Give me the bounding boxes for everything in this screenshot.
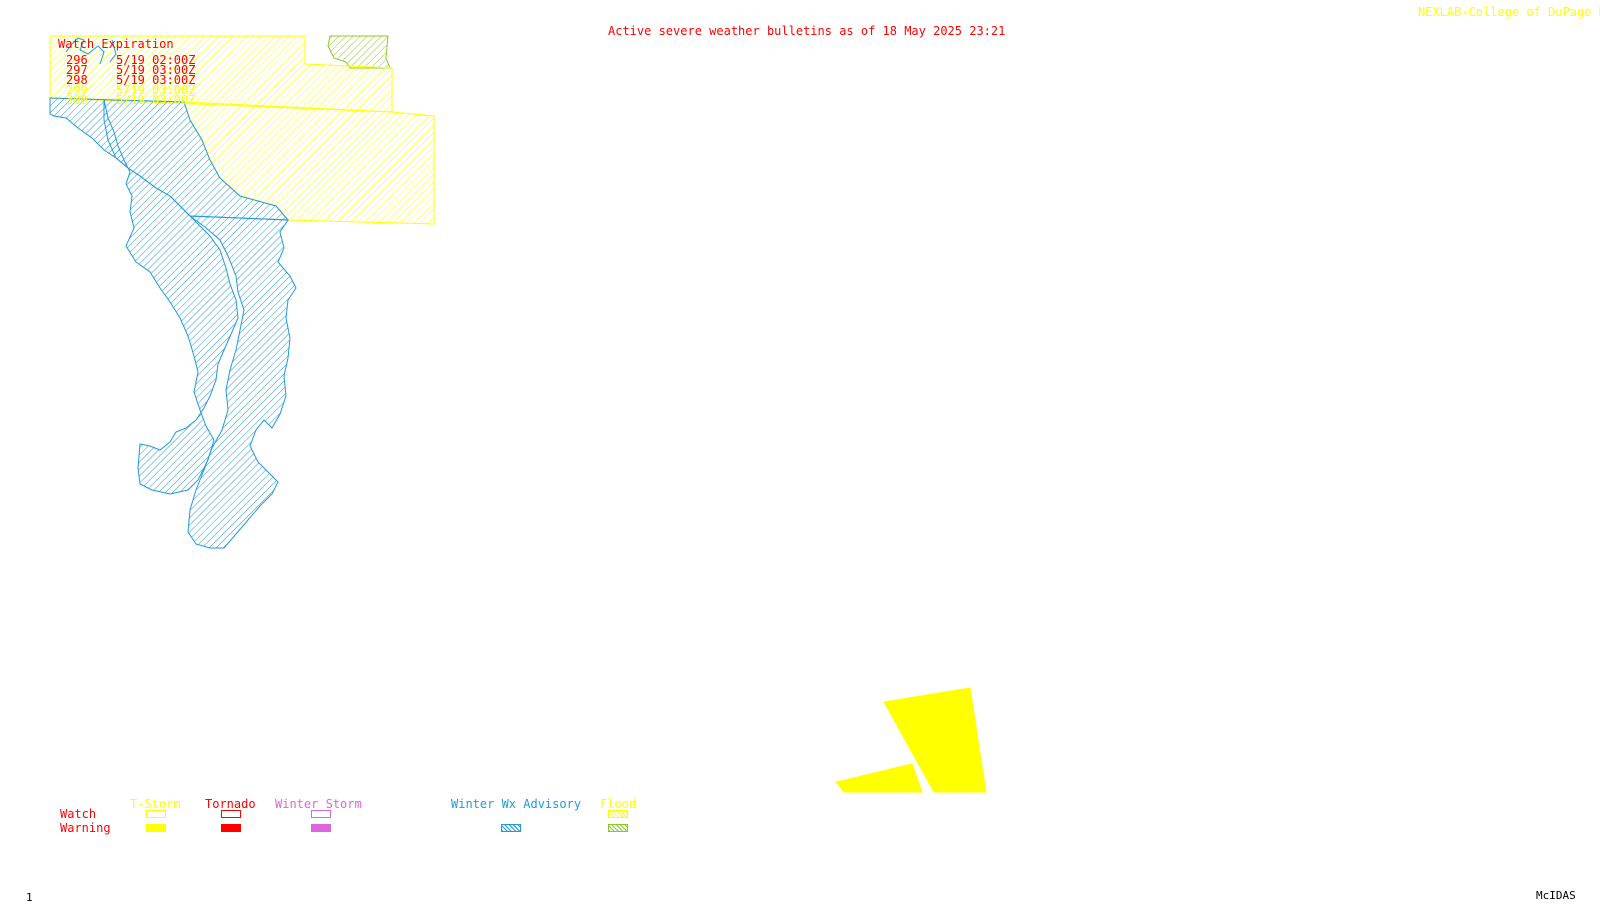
watch-id: 297: [66, 63, 88, 77]
watch-id: 298: [66, 73, 88, 87]
legend-swatch-winter-storm-watch: [311, 810, 331, 818]
flood-watch-area: [327, 35, 391, 69]
watch-expiration: 5/19 03:00Z: [116, 83, 196, 97]
legend-label-tstorm: T-Storm: [130, 797, 181, 811]
watch-id: 300: [66, 93, 88, 107]
watch-row: 299 5/19 03:00Z: [66, 83, 206, 97]
watch-row: 298 5/19 03:00Z: [66, 73, 206, 87]
watch-id: 299: [66, 83, 88, 97]
credit-label: NEXLAB-College of DuPage R: [1418, 5, 1600, 19]
watch-expiration: 5/19 02:00Z: [116, 53, 196, 67]
watch-table-heading: Watch Expiration: [58, 37, 174, 51]
legend-swatch-flood-watch: [608, 810, 628, 818]
watch-expiration: 5/19 03:00Z: [116, 63, 196, 77]
watch-row: 296 5/19 02:00Z: [66, 53, 206, 67]
legend-swatch-winter-storm-warning: [311, 824, 331, 832]
tstorm-warning-polygon-2: [835, 763, 923, 793]
legend-swatch-tornado-watch: [221, 810, 241, 818]
page-title: Active severe weather bulletins as of 18…: [608, 24, 1006, 38]
legend-swatch-flood-warning: [608, 824, 628, 832]
legend-swatch-tornado-warning: [221, 824, 241, 832]
legend-row-label-watch: Watch: [60, 807, 97, 821]
frame-number: 1: [26, 891, 33, 904]
winter-advisory-area-east: [187, 215, 297, 549]
legend-swatch-tstorm-warning: [146, 824, 166, 832]
legend-label-winter-storm: Winter Storm: [275, 797, 362, 811]
legend-row-label-warning: Warning: [60, 821, 111, 835]
winter-advisory-area-west: [103, 99, 239, 495]
winter-advisory-fragment: [65, 37, 117, 65]
watch-id: 296: [66, 53, 88, 67]
legend-label-winter-advisory: Winter Wx Advisory: [451, 797, 582, 811]
watch-expiration: 5/19 03:00Z: [116, 93, 196, 107]
legend-swatch-winter-advisory: [501, 824, 521, 832]
legend-swatch-tstorm-watch: [146, 810, 166, 818]
watch-row: 300 5/19 03:00Z: [66, 93, 206, 107]
watch-expiration: 5/19 03:00Z: [116, 73, 196, 87]
watch-row: 297 5/19 03:00Z: [66, 63, 206, 77]
legend-label-flood: Flood: [600, 797, 637, 811]
software-label: McIDAS: [1536, 889, 1576, 902]
tstorm-warning-polygon-1: [883, 687, 987, 793]
legend-label-tornado: Tornado: [205, 797, 256, 811]
